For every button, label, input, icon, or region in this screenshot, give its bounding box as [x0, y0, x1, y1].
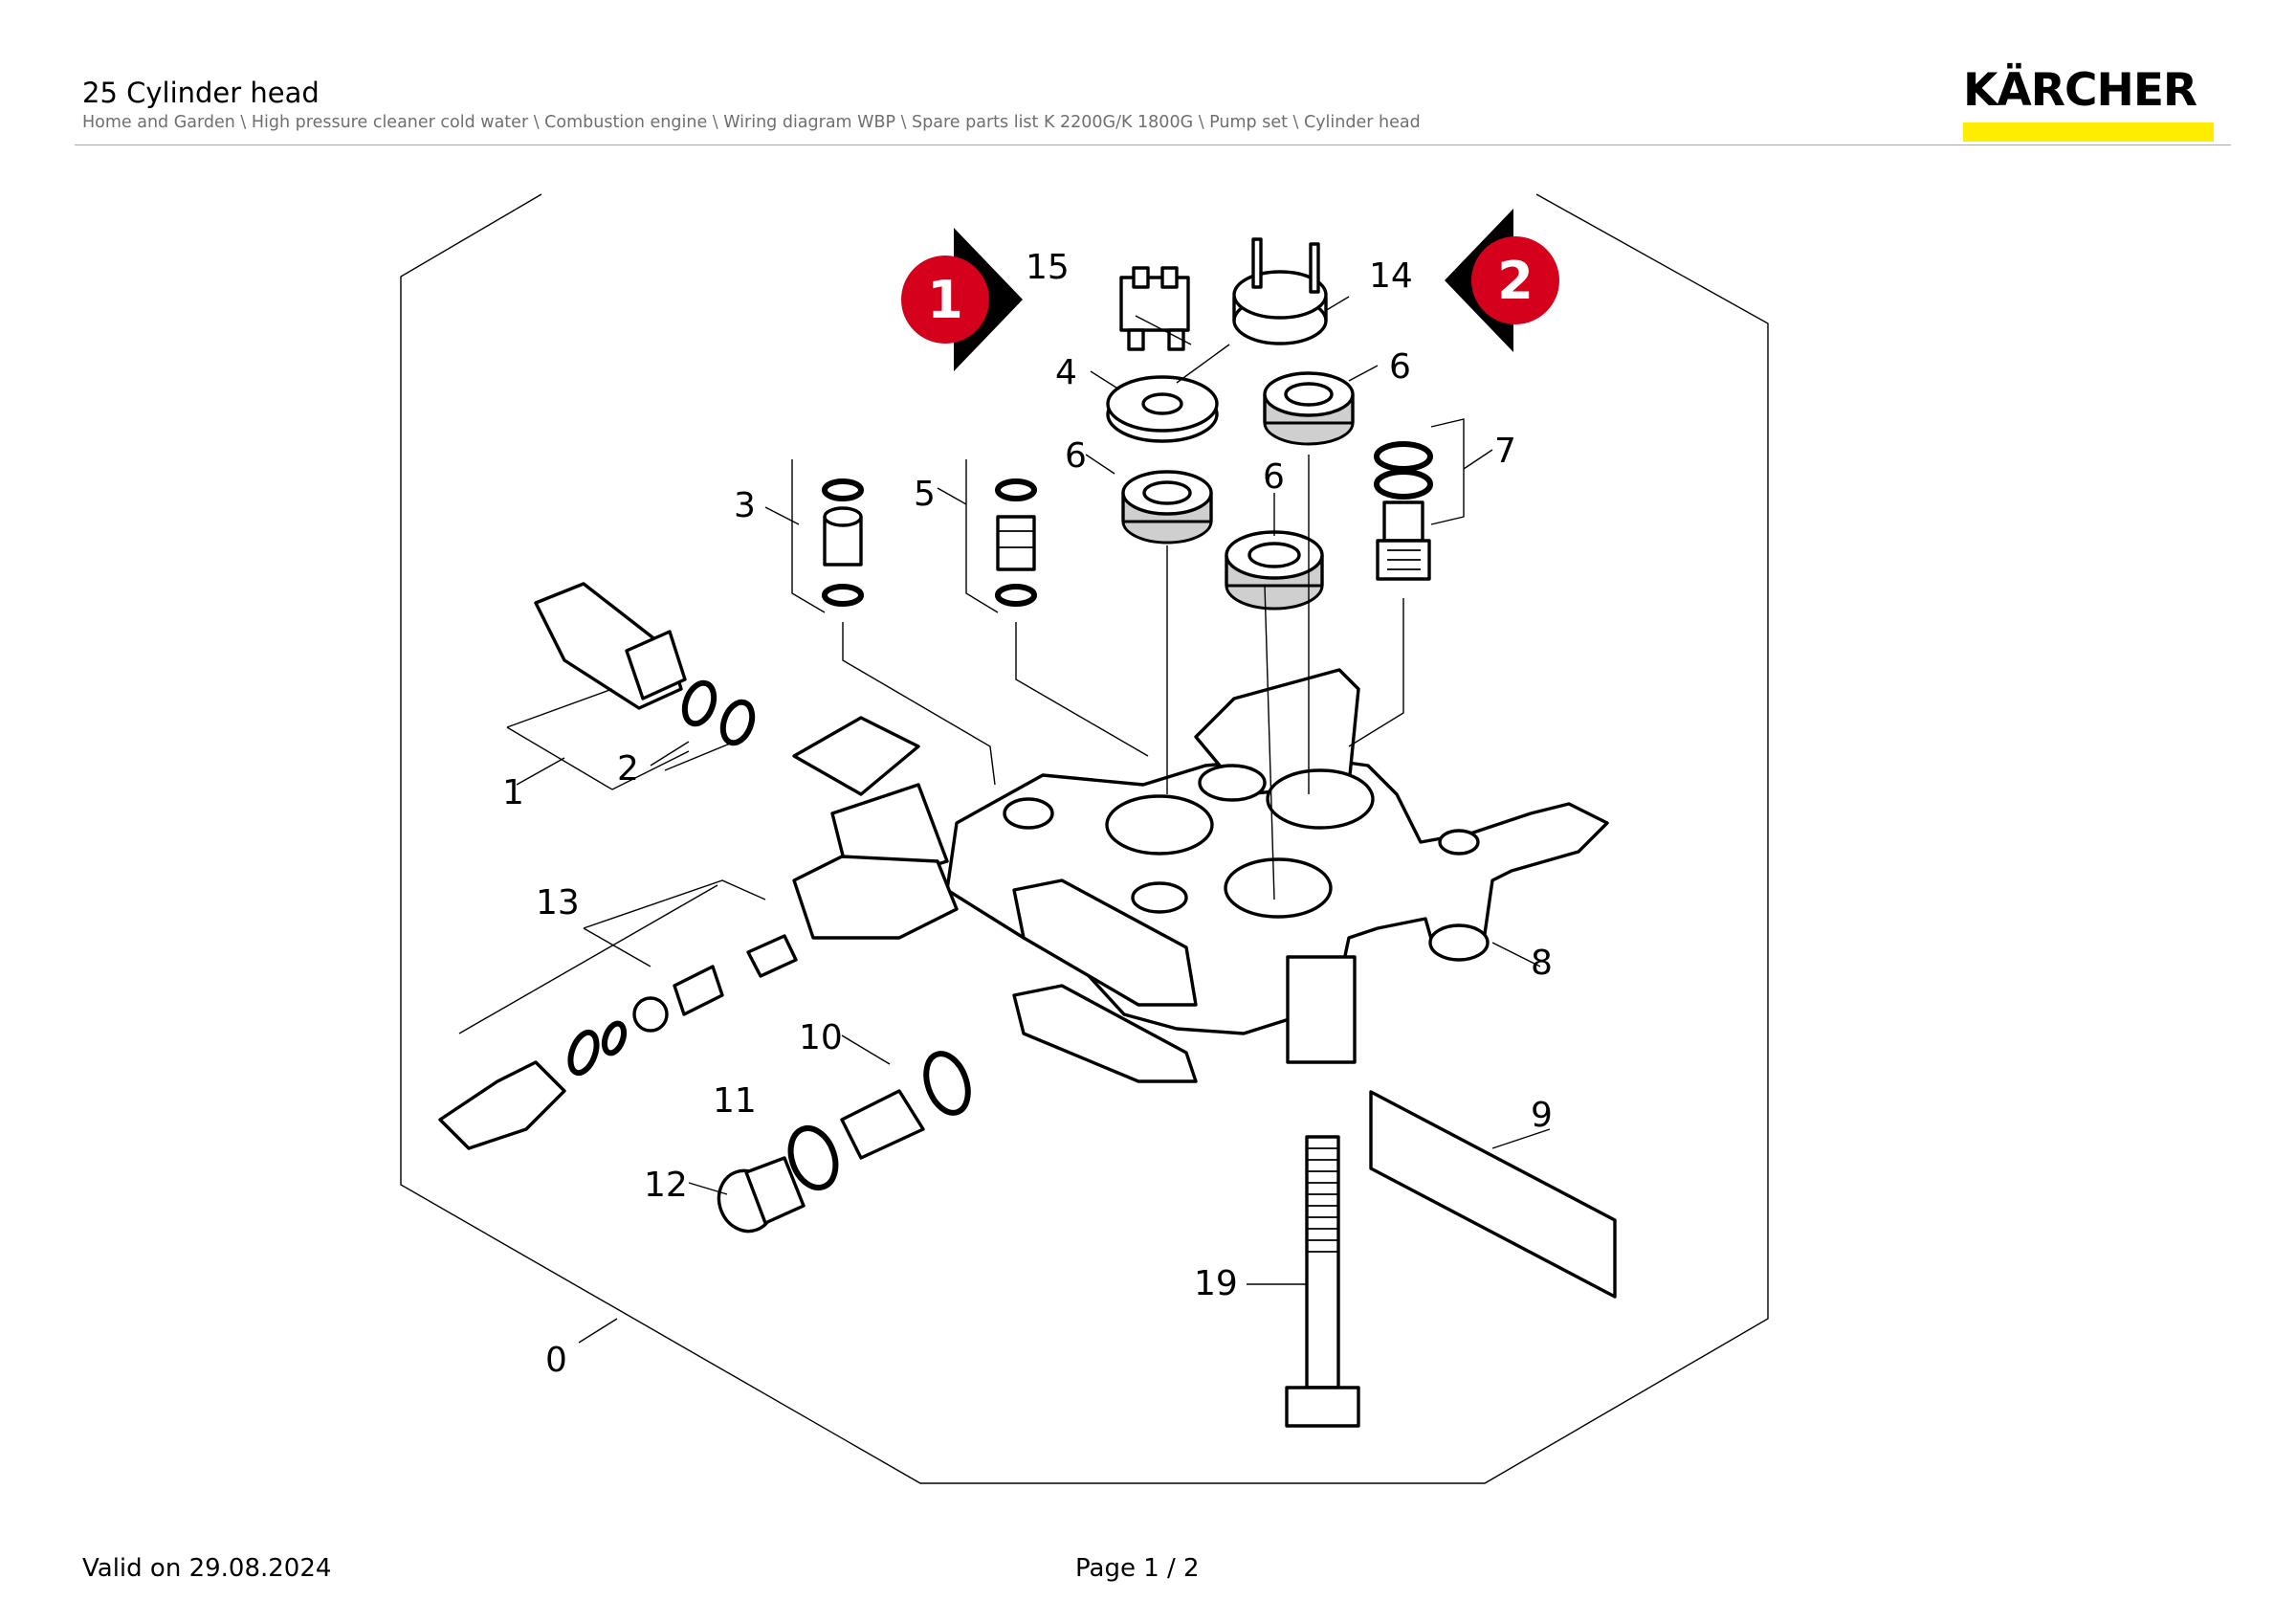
label-13: 13	[536, 883, 580, 923]
part-5-valve-icon	[995, 478, 1037, 607]
label-10: 10	[799, 1018, 843, 1057]
label-2: 2	[617, 749, 639, 789]
label-4: 4	[1055, 353, 1077, 392]
label-15: 15	[1026, 248, 1070, 287]
page-title: 25 Cylinder head	[82, 77, 320, 109]
label-6a: 6	[1389, 347, 1411, 387]
svg-text:1: 1	[927, 270, 963, 330]
label-14: 14	[1369, 256, 1413, 296]
clips-icon	[1012, 878, 1198, 1083]
part-3-valve-icon	[822, 478, 864, 607]
label-19: 19	[1194, 1264, 1238, 1303]
outlet-fitting-icon	[792, 855, 959, 940]
label-6c: 6	[1263, 457, 1285, 497]
part-13-relief-valve-icon	[438, 934, 798, 1150]
sleeve-icon	[1286, 955, 1357, 1064]
label-5: 5	[914, 475, 936, 514]
part-9-plate-icon	[1369, 1090, 1617, 1299]
label-8: 8	[1531, 944, 1553, 983]
breadcrumb: Home and Garden \ High pressure cleaner …	[82, 113, 1421, 132]
part-8-cylinder-head-icon	[792, 668, 1609, 1035]
part-6-bearing-icon	[1121, 470, 1213, 545]
logo-yellow-bar	[1963, 122, 2214, 142]
part-7-valve-icon	[1374, 441, 1433, 581]
page-number: Page 1 / 2	[1075, 1554, 1200, 1583]
label-7: 7	[1494, 432, 1516, 471]
part-19-bolt-icon	[1285, 1135, 1360, 1428]
label-9: 9	[1531, 1096, 1553, 1135]
karcher-logo: KÄRCHER	[1963, 67, 2214, 142]
valid-date: Valid on 29.08.2024	[82, 1554, 332, 1583]
part-6-bearing-icon	[1225, 530, 1324, 611]
marker-2-icon: 2	[1445, 209, 1559, 352]
part-11-valve-icon	[787, 1089, 925, 1190]
marker-1-icon: 1	[901, 228, 1023, 371]
part-6-bearing-icon	[1263, 371, 1355, 446]
label-3: 3	[734, 486, 756, 525]
logo-text: KÄRCHER	[1963, 64, 2197, 117]
label-11: 11	[713, 1081, 757, 1121]
part-2-orings-icon	[681, 679, 756, 746]
label-6b: 6	[1065, 436, 1087, 476]
part-10-oring-icon	[923, 1051, 971, 1116]
svg-text:2: 2	[1497, 251, 1534, 311]
label-0: 0	[545, 1341, 567, 1380]
part-1-fitting-icon	[534, 582, 687, 710]
exploded-parts-diagram: 1 2	[400, 193, 1769, 1484]
kit-outline	[400, 193, 1769, 1484]
part-12-plug-icon	[717, 1156, 806, 1234]
leader-lines	[458, 296, 1551, 1344]
part-4-icon	[1106, 375, 1219, 443]
header: 25 Cylinder head Home and Garden \ High …	[82, 75, 1709, 134]
label-12: 12	[644, 1166, 688, 1205]
part-14-icon	[1232, 237, 1328, 345]
label-1: 1	[502, 773, 524, 812]
